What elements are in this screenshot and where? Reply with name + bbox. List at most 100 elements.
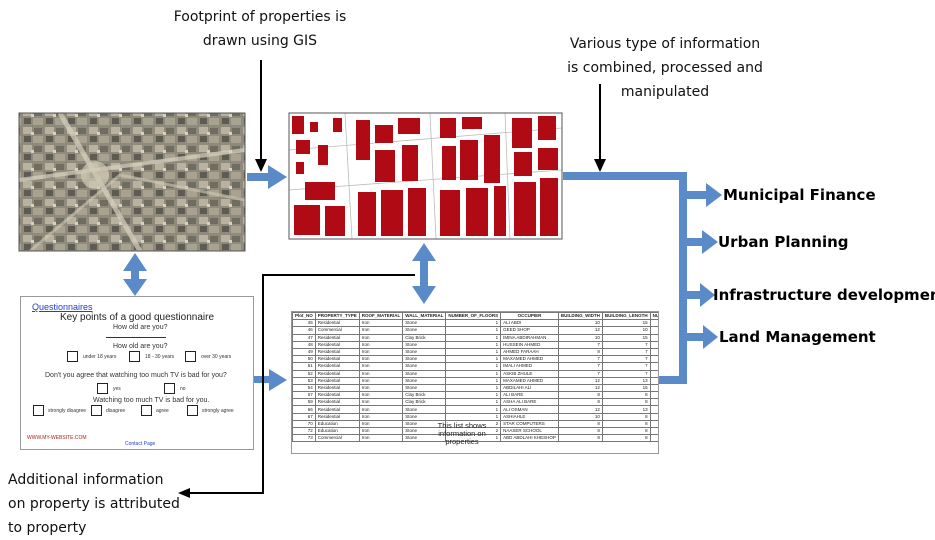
table-cell: Education bbox=[314, 419, 360, 429]
table-cell: Iron bbox=[358, 319, 404, 328]
table-cell: Iron bbox=[358, 333, 404, 342]
table-cell: 1 bbox=[445, 347, 502, 357]
table-cell: ALI OSMAN bbox=[500, 405, 559, 414]
table-cell: 8 bbox=[601, 398, 651, 407]
table-cell: Iron bbox=[358, 369, 404, 378]
table-header-cell: ROOF_MATERIAL bbox=[358, 312, 404, 321]
table-cell: 2 bbox=[649, 426, 658, 436]
table-cell: Clay Brick bbox=[402, 391, 447, 400]
question-2: How old are you? bbox=[113, 343, 168, 350]
checkbox-strongly-disagree[interactable] bbox=[33, 405, 44, 416]
table-cell: 8 bbox=[601, 419, 651, 429]
table-cell: 7 bbox=[649, 319, 658, 328]
table-cell: 54 bbox=[292, 383, 316, 393]
footprint-caption: Footprint of properties is drawn using G… bbox=[173, 9, 347, 49]
table-cell: 52 bbox=[292, 369, 316, 378]
table-cell: 8 bbox=[601, 391, 651, 400]
table-cell: Stone bbox=[402, 426, 447, 436]
table-cell: 10 bbox=[649, 340, 658, 349]
table-cell: 1 bbox=[445, 319, 502, 328]
table-cell: Stone bbox=[402, 434, 447, 443]
table-cell: MAXAMED AHMED bbox=[500, 355, 559, 364]
arrow-footprint-caption bbox=[255, 159, 267, 172]
option-agree: agree bbox=[156, 408, 169, 414]
table-cell: Residential bbox=[314, 391, 360, 400]
option-strongly-disagree: strongly disagree bbox=[48, 408, 87, 414]
table-cell: Iron bbox=[358, 347, 404, 357]
table-cell: 2 bbox=[649, 434, 658, 443]
aerial-image bbox=[18, 111, 246, 253]
footprint-map bbox=[288, 112, 563, 240]
table-cell: Clay Brick bbox=[402, 333, 447, 342]
table-header-cell: BUILDING_LENGTH bbox=[601, 312, 651, 321]
question-1: How old are you? bbox=[113, 324, 168, 331]
checkbox-under-18[interactable] bbox=[67, 351, 78, 362]
arrow-combined-caption bbox=[594, 159, 606, 172]
black-arrows bbox=[178, 60, 606, 498]
option-no: no bbox=[180, 386, 186, 392]
table-cell: 8 bbox=[649, 347, 658, 357]
table-cell: 49 bbox=[292, 347, 316, 357]
additional-info-caption: Additional information on property is at… bbox=[8, 472, 180, 536]
questionnaire-link[interactable]: Contact Page bbox=[125, 441, 156, 447]
table-cell: 1 bbox=[445, 333, 502, 342]
table-cell: Iron bbox=[358, 383, 404, 393]
arrow-aerial-to-footprint-head bbox=[268, 165, 287, 189]
table-cell: ALI BARE bbox=[500, 391, 559, 400]
table-cell: 10 bbox=[649, 412, 658, 421]
table-cell: 7 bbox=[601, 340, 651, 349]
combined-caption: Various type of information is combined,… bbox=[567, 36, 763, 100]
table-cell: ALI ABDI bbox=[500, 319, 559, 328]
checkbox-agree[interactable] bbox=[141, 405, 152, 416]
table-cell: 45 bbox=[292, 319, 316, 328]
arrow-footprint-table-shaft bbox=[420, 258, 428, 289]
table-cell: 8 bbox=[557, 434, 603, 443]
table-cell: ASHA ALI BARE bbox=[500, 398, 559, 407]
checkbox-disagree[interactable] bbox=[91, 405, 102, 416]
table-cell: Iron bbox=[358, 419, 404, 429]
table-cell: 8 bbox=[649, 376, 658, 385]
table-cell: 1 bbox=[445, 355, 502, 364]
checkbox-18-30[interactable] bbox=[129, 351, 140, 362]
checkbox-no[interactable] bbox=[164, 383, 175, 394]
table-cell: Residential bbox=[314, 369, 360, 378]
table-cell: Residential bbox=[314, 340, 360, 349]
table-cell: 72 bbox=[292, 426, 316, 436]
output-urban-planning: Urban Planning bbox=[718, 233, 849, 251]
table-cell: GEED SHOP bbox=[500, 326, 559, 335]
table-cell: Iron bbox=[358, 434, 404, 443]
table-cell: 1 bbox=[445, 398, 502, 407]
table-cell: 10 bbox=[557, 412, 603, 421]
checkbox-yes[interactable] bbox=[97, 383, 108, 394]
table-cell: 70 bbox=[292, 419, 316, 429]
table-cell: 48 bbox=[292, 340, 316, 349]
table-cell: 1 bbox=[445, 362, 502, 371]
table-cell: 5 bbox=[649, 326, 658, 335]
table-cell: 15 bbox=[601, 383, 651, 393]
table-cell: Residential bbox=[314, 376, 360, 385]
table-cell: Iron bbox=[358, 362, 404, 371]
questionnaire-heading: Key points of a good questionnaire bbox=[60, 312, 214, 323]
table-header-cell: NUMBER_OF_FLOORS bbox=[445, 312, 502, 321]
checkbox-over-30[interactable] bbox=[185, 351, 196, 362]
table-cell: 13 bbox=[601, 376, 651, 385]
arrow-aerial-to-footprint bbox=[247, 173, 269, 181]
table-header-cell: NUMBER_OF_PERSONS bbox=[649, 312, 658, 321]
table-cell: Residential bbox=[314, 319, 360, 328]
output-land-management: Land Management bbox=[719, 328, 876, 346]
table-cell: 6 bbox=[649, 362, 658, 371]
question-4: Watching too much TV is bad for you. bbox=[93, 397, 210, 404]
table-cell: 8 bbox=[557, 398, 603, 407]
table-cell: 13 bbox=[601, 405, 651, 414]
table-cell: 7 bbox=[649, 383, 658, 393]
arrow-additional-info bbox=[178, 488, 190, 498]
checkbox-strongly-agree[interactable] bbox=[187, 405, 198, 416]
table-cell: 1 bbox=[445, 405, 502, 414]
table-cell: 1 bbox=[445, 391, 502, 400]
table-cell: Stone bbox=[402, 362, 447, 371]
